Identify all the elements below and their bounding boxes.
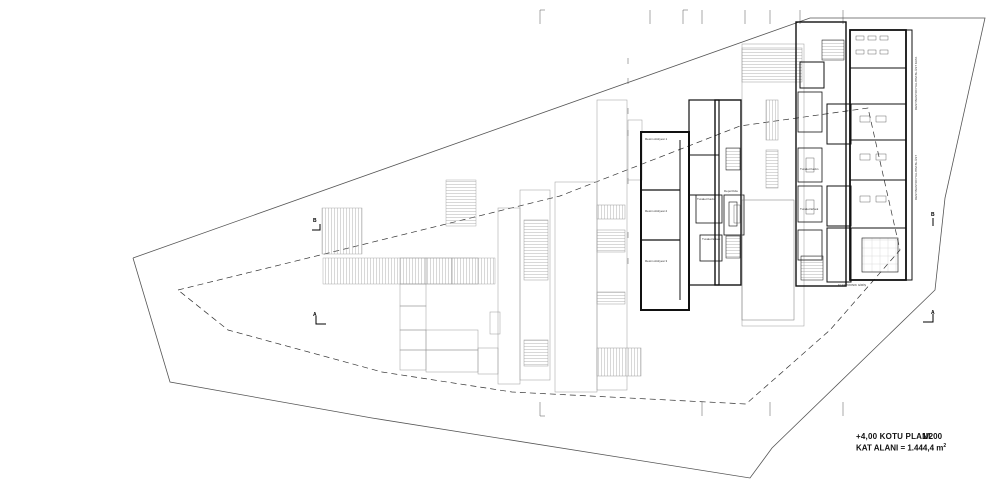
grid-axes-bottom — [539, 402, 844, 417]
plan-scale: 1/200 — [922, 432, 943, 441]
furniture — [733, 35, 889, 224]
floor-area-unit-power: 2 — [943, 443, 947, 449]
svg-text:A: A — [313, 312, 317, 318]
left-terrace-stairs — [321, 207, 363, 255]
room-label: Resim Atölyesi 3 — [645, 259, 668, 263]
central-atrium — [741, 43, 805, 327]
vertical-label: ELEKTRONIK GİRİŞ — [838, 282, 866, 287]
east-wing — [795, 21, 913, 287]
west-wing — [640, 99, 745, 311]
room-label: Depo/Oda — [724, 189, 738, 193]
left-upper-stairs — [445, 179, 477, 227]
section-marker-a-right: A — [923, 310, 935, 323]
plan-title: +4,00 KOTU PLANI — [856, 432, 931, 441]
floor-area: KAT ALANI = 1.444,4 m2 — [856, 443, 946, 453]
left-terrace-hatch — [322, 257, 496, 285]
room-label: Resim Atölyesi 2 — [645, 209, 668, 213]
room-label: Tuvalet Kadın — [697, 197, 716, 201]
floor-area-value: KAT ALANI = 1.444,4 m — [856, 443, 944, 453]
site-boundary — [132, 17, 986, 479]
section-marker-b-right: B — [931, 212, 935, 226]
room-label: Tuvalet Kadın — [800, 167, 819, 171]
svg-text:A: A — [931, 310, 935, 316]
section-marker-b-left: B — [312, 218, 321, 231]
room-label: Tuvalet Erkek — [702, 237, 721, 241]
svg-text:B: B — [931, 212, 935, 218]
svg-text:B: B — [313, 218, 317, 224]
vertical-label: DESTINASYON YALITIM BL.ÜST KATA — [914, 57, 918, 110]
section-marker-a-left: A — [313, 312, 326, 325]
room-label: Resim Atölyesi 1 — [645, 137, 668, 141]
vertical-label: DESTINASYON YALITIM BL.ÜST — [914, 155, 918, 200]
central-ramps — [497, 99, 643, 393]
courtyard-blocks — [399, 257, 501, 375]
room-label: Tuvalet Erkek — [800, 207, 819, 211]
